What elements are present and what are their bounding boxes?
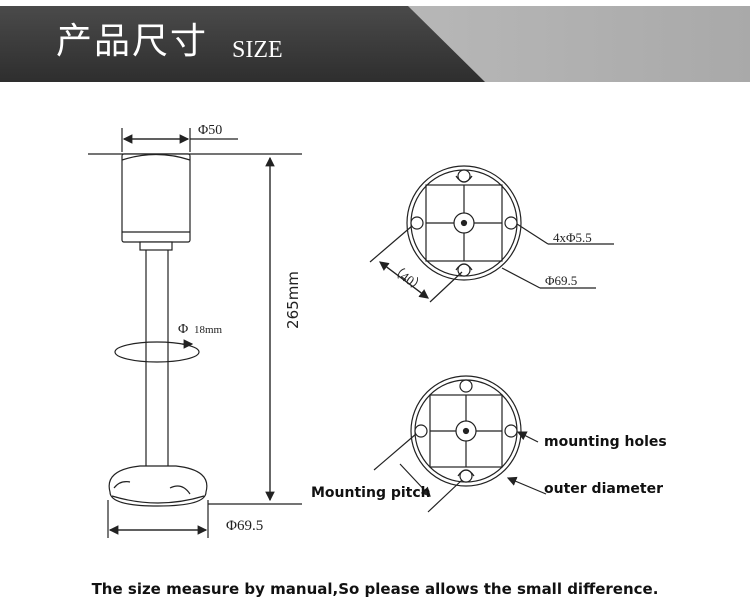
pole-diameter-symbol: Φ [178,322,188,337]
outer-diameter-label: Φ69.5 [545,273,577,288]
footnote: The size measure by manual,So please all… [91,580,659,598]
header-banner: 产品尺寸 SIZE [0,0,750,82]
mounting-holes-label: mounting holes [544,434,667,450]
pitch-label: （40） [387,261,428,296]
mounting-pitch-label: Mounting pitch [311,485,431,501]
top-diameter-label: Φ50 [198,123,222,138]
header-title-english: SIZE [232,37,283,63]
base-diameter-label: Φ69.5 [226,518,263,534]
top-view [369,165,614,303]
holes-label: 4xΦ5.5 [553,230,592,245]
header-title-chinese: 产品尺寸 [56,21,209,62]
side-view [88,128,302,538]
outer-diameter-explain-label: outer diameter [544,481,663,497]
header-background [0,6,750,82]
pole-diameter-value: 18mm [194,324,223,336]
explain-view [373,375,547,513]
technical-drawing: Φ50 265mm Φ 18mm Φ69.5 4xΦ5.5 （40） Φ69.5 [88,123,667,538]
height-label: 265mm [284,271,302,329]
